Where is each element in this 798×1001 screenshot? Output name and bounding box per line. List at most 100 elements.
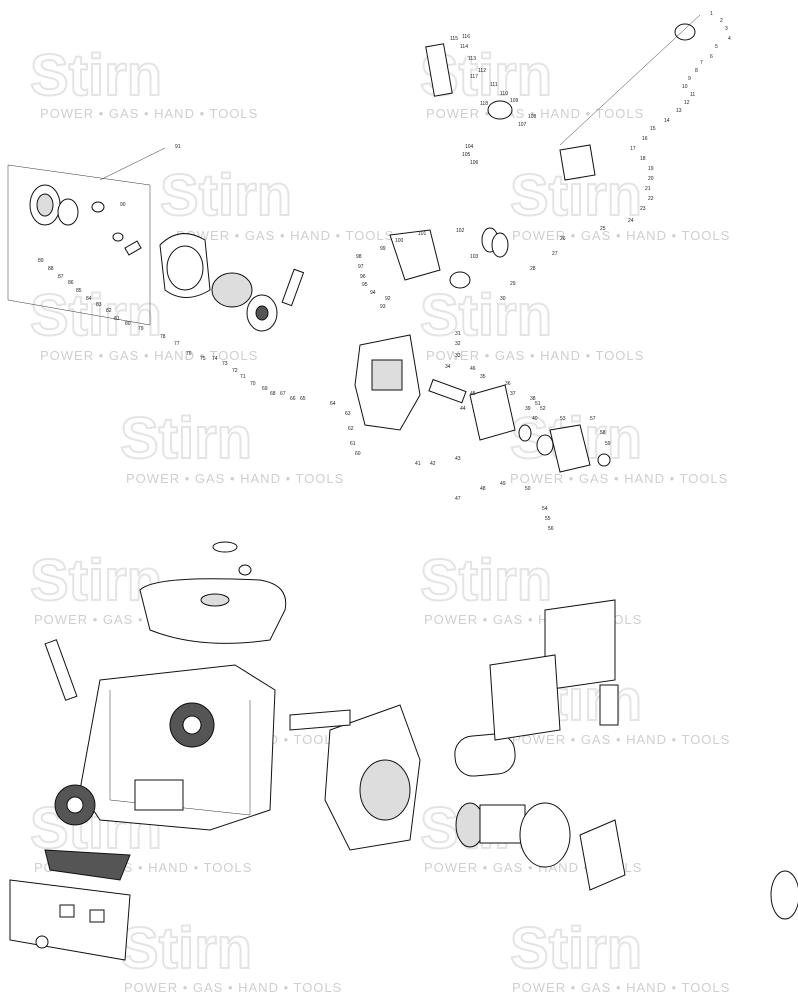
part-callout-31: 31: [455, 331, 461, 337]
fuel-valve: [559, 144, 596, 181]
part-callout-48: 48: [480, 486, 486, 492]
gasket: [469, 384, 516, 441]
fuel-cap: [212, 541, 238, 553]
part-callout-64: 64: [330, 401, 336, 407]
part-callout-29: 29: [510, 281, 516, 287]
part-callout-81: 81: [114, 316, 120, 322]
part-callout-116: 116: [462, 34, 470, 40]
part-callout-8: 8: [695, 68, 698, 74]
part-callout-103: 103: [470, 254, 479, 260]
part-callout-112: 112: [478, 68, 486, 74]
watermark-tagline: POWER • GAS • HAND • TOOLS: [40, 106, 258, 121]
part-callout-5: 5: [715, 44, 718, 50]
part-callout-9: 9: [688, 76, 691, 82]
fuel-tank: [139, 578, 287, 644]
part-callout-21: 21: [645, 186, 651, 192]
part-callout-4: 4: [728, 36, 731, 42]
control-panel-outlet: [89, 909, 105, 923]
control-panel-switch: [35, 935, 49, 949]
part-callout-83: 83: [96, 302, 102, 308]
part-callout-36: 36: [505, 381, 511, 387]
part-callout-110: 110: [500, 91, 508, 97]
starter-ratchet: [112, 232, 124, 242]
part-callout-60: 60: [355, 451, 361, 457]
part-callout-15: 15: [650, 126, 656, 132]
carburetor: [487, 100, 513, 120]
part-callout-47: 47: [455, 496, 461, 502]
part-callout-55: 55: [545, 516, 551, 522]
part-callout-50: 50: [525, 486, 531, 492]
part-callout-107: 107: [518, 122, 527, 128]
control-panel: [9, 879, 131, 961]
part-callout-118: 118: [480, 101, 488, 107]
watermark-tagline: POWER • GAS • HAND • TOOLS: [40, 348, 258, 363]
part-callout-17: 17: [630, 146, 636, 152]
end-cover: [579, 819, 626, 891]
watermark-logo: Stirn: [120, 916, 252, 981]
handle-grip: [44, 849, 131, 881]
part-callout-59: 59: [605, 441, 611, 447]
engine-flywheel-cover: [359, 759, 411, 821]
part-callout-30: 30: [500, 296, 506, 302]
starter-handle: [124, 240, 142, 256]
side-vent: [599, 684, 619, 726]
part-callout-3: 3: [725, 26, 728, 32]
part-callout-77: 77: [174, 341, 180, 347]
part-callout-71: 71: [240, 374, 246, 380]
engine-exploded-view: [7, 14, 701, 473]
part-callout-69: 69: [262, 386, 268, 392]
part-callout-84: 84: [86, 296, 92, 302]
part-callout-100: 100: [395, 238, 404, 244]
part-callout-82: 82: [106, 308, 112, 314]
part-callout-92: 92: [385, 296, 391, 302]
part-callout-73: 73: [222, 361, 228, 367]
part-callout-33: 33: [455, 353, 461, 359]
part-callout-98: 98: [356, 254, 362, 260]
part-callout-61: 61: [350, 441, 356, 447]
watermark-logo: Stirn: [420, 548, 552, 613]
part-callout-97: 97: [358, 264, 364, 270]
watermark-logo: Stirn: [510, 916, 642, 981]
crankcase-cover: [549, 424, 591, 473]
part-callout-88: 88: [48, 266, 54, 272]
part-callout-32: 32: [455, 341, 461, 347]
part-callout-54: 54: [542, 506, 548, 512]
part-callout-6: 6: [710, 54, 713, 60]
watermark-tagline: POWER • GAS • HAND • TOOLS: [426, 106, 644, 121]
part-callout-25: 25: [600, 226, 606, 232]
watermark-logo: Stirn: [120, 406, 252, 471]
part-callout-104: 104: [465, 144, 474, 150]
cylinder-head: [389, 229, 441, 281]
starter-spring: [91, 201, 105, 213]
part-callout-63: 63: [345, 411, 351, 417]
part-callout-11: 11: [690, 92, 695, 98]
part-callout-56: 56: [548, 526, 554, 532]
part-callout-58: 58: [600, 430, 606, 436]
bearing: [518, 424, 532, 442]
fuel-cap-gasket: [674, 23, 696, 41]
part-callout-37: 37: [510, 391, 516, 397]
part-callout-90: 90: [120, 202, 126, 208]
watermark-tagline: POWER • GAS • HAND • TOOLS: [426, 348, 644, 363]
part-callout-79: 79: [138, 326, 144, 332]
part-callout-96: 96: [360, 274, 366, 280]
watermark-tagline: POWER • GAS • HAND • TOOLS: [512, 228, 730, 243]
part-callout-105: 105: [462, 152, 471, 158]
part-callout-27: 27: [552, 251, 558, 257]
part-callout-2: 2: [720, 18, 723, 24]
watermark-layer: Stirn POWER • GAS • HAND • TOOLS Stirn P…: [29, 42, 730, 995]
wheel-hub: [182, 715, 202, 735]
watermark-tagline: POWER • GAS • HAND • TOOLS: [512, 980, 730, 995]
rear-cover: [770, 870, 798, 920]
part-callout-38: 38: [530, 396, 536, 402]
stator: [519, 802, 571, 868]
part-callout-99: 99: [380, 246, 386, 252]
muffler: [454, 733, 516, 777]
fan-housing-ring: [166, 245, 204, 291]
panel-box: [489, 654, 561, 741]
watermark-logo: Stirn: [420, 283, 552, 348]
assembly-axis: [559, 14, 701, 146]
part-callout-7: 7: [700, 60, 703, 66]
part-callout-39: 39: [525, 406, 531, 412]
part-callout-65: 65: [300, 396, 306, 402]
